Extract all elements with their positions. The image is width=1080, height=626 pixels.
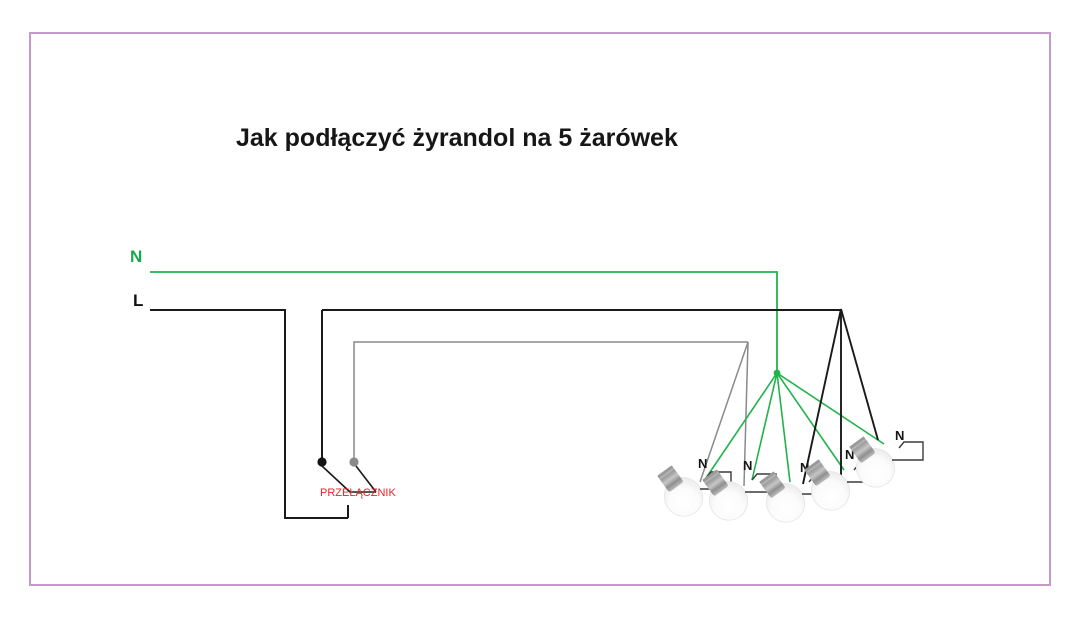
bulb-2-terminal-label: N	[743, 458, 752, 473]
live-rail-label: L	[133, 291, 143, 310]
bulb-1-terminal-label: N	[698, 456, 707, 471]
live-branch-wires	[802, 308, 879, 485]
bulb-3-terminal-label: N	[800, 460, 809, 475]
switch-contact-return[interactable]	[349, 457, 359, 467]
bulb-2: N	[702, 458, 777, 521]
bulb-5-terminal-label: N	[895, 428, 904, 443]
decorative-border	[29, 32, 1051, 586]
live-rail-wire	[150, 309, 841, 519]
switch-label: PRZEŁĄCZNIK	[320, 487, 396, 499]
switch-blades	[321, 465, 377, 493]
neutral-rail-wire	[150, 271, 778, 373]
switch-contact-live[interactable]	[317, 457, 327, 467]
bulb-4-terminal-label: N	[845, 447, 854, 462]
bulb-4: N	[804, 447, 879, 511]
page-title: Jak podłączyć żyrandol na 5 żarówek	[236, 124, 678, 152]
neutral-branch-wires	[705, 372, 885, 483]
bulb-5: N	[849, 428, 924, 488]
neutral-junction-node	[773, 369, 781, 377]
neutral-rail-label: N	[130, 247, 142, 266]
switch-return-wire	[353, 341, 749, 487]
